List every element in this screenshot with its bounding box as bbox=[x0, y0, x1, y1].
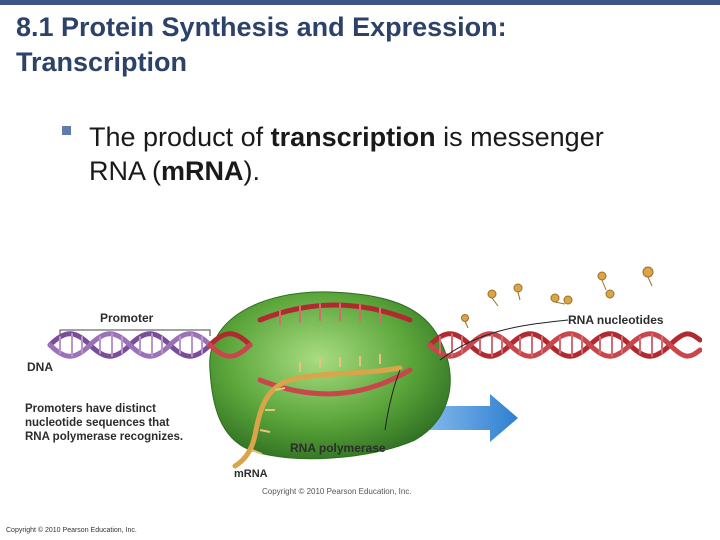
promoter-caption: Promoters have distinct nucleotide seque… bbox=[25, 402, 225, 444]
dna-label: DNA bbox=[27, 360, 53, 374]
bullet-bold-term: m bbox=[161, 156, 186, 186]
bullet-text-part: is messenger bbox=[435, 122, 604, 152]
free-rna-nucleotides bbox=[461, 266, 654, 329]
transcription-illustration bbox=[47, 266, 703, 469]
transcription-figure: Promoter DNA RNA nucleotides Promoters h… bbox=[20, 260, 703, 500]
rna-nucleotides-label: RNA nucleotides bbox=[568, 313, 664, 327]
dna-helix bbox=[207, 302, 703, 397]
bullet-text: The product of transcription is messenge… bbox=[89, 120, 689, 188]
top-accent-bar bbox=[0, 0, 720, 5]
bullet-text-part: ). bbox=[243, 156, 261, 186]
slide-title: 8.1 Protein Synthesis and Expression: Tr… bbox=[16, 10, 706, 80]
title-line-1: 8.1 Protein Synthesis and Expression: bbox=[16, 12, 507, 42]
rna-polymerase-label: RNA polymerase bbox=[290, 441, 386, 455]
promoter-dna-helix bbox=[47, 331, 213, 359]
bullet-bold-term: RNA bbox=[185, 156, 244, 186]
figure-copyright: Copyright © 2010 Pearson Education, Inc. bbox=[262, 487, 412, 496]
promoter-bracket bbox=[59, 329, 211, 336]
label-leader-lines bbox=[384, 319, 569, 431]
promoter-label: Promoter bbox=[100, 311, 154, 325]
mrna-label: mRNA bbox=[234, 468, 268, 480]
square-bullet-icon bbox=[62, 126, 71, 135]
bullet-text-part: RNA ( bbox=[89, 156, 162, 186]
mrna-strand bbox=[232, 354, 403, 469]
caption-line: nucleotide sequences that bbox=[25, 417, 170, 429]
caption-line: Promoters have distinct bbox=[25, 403, 157, 415]
bullet-bold-term: transcription bbox=[270, 122, 436, 152]
caption-line: RNA polymerase recognizes. bbox=[25, 431, 184, 443]
bullet-text-part: The product of bbox=[89, 122, 271, 152]
title-line-2: Transcription bbox=[16, 47, 188, 77]
slide-copyright: Copyright © 2010 Pearson Education, Inc. bbox=[6, 527, 137, 534]
